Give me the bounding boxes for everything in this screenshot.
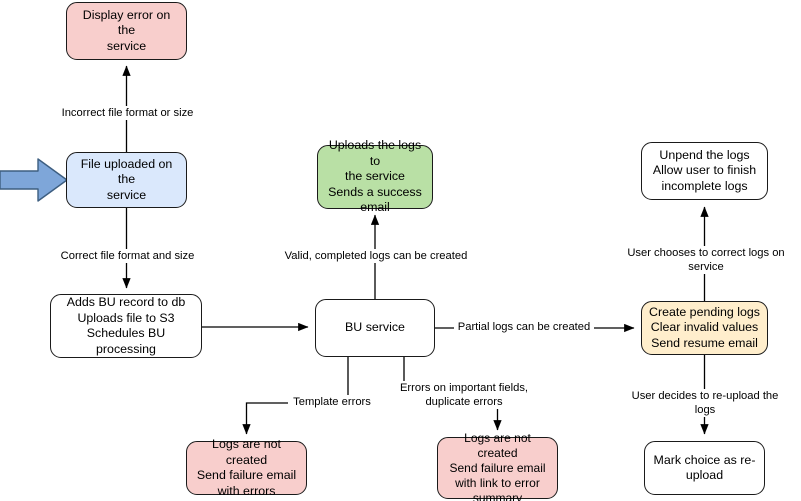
node-create-pending-logs[interactable]: Create pending logs Clear invalid values… <box>641 301 768 355</box>
edge-label-user-decides-to-reupload: User decides to re-upload the logs <box>617 389 793 417</box>
node-bu-service[interactable]: BU service <box>315 299 435 357</box>
edge-label-errors-on-important-fields: Errors on important fields, duplicate er… <box>390 381 538 409</box>
node-adds-bu-record[interactable]: Adds BU record to db Uploads file to S3 … <box>50 294 202 358</box>
edge-label-correct-file-format: Correct file format and size <box>55 249 200 263</box>
edge-label-incorrect-file-format: Incorrect file format or size <box>55 106 200 120</box>
external-input-arrow <box>0 158 68 202</box>
edge-label-valid-completed-logs: Valid, completed logs can be created <box>281 249 471 263</box>
edge-label-partial-logs-can-be-created: Partial logs can be created <box>454 320 594 334</box>
node-file-uploaded-on-service[interactable]: File uploaded on the service <box>66 152 187 208</box>
node-display-error[interactable]: Display error on the service <box>66 2 187 60</box>
edge-label-user-chooses-to-correct-logs: User chooses to correct logs on service <box>606 246 801 274</box>
node-mark-choice-as-reupload[interactable]: Mark choice as re- upload <box>644 441 765 495</box>
node-logs-not-created-with-errors[interactable]: Logs are not created Send failure email … <box>186 437 307 498</box>
node-uploads-logs-to-service[interactable]: Uploads the logs to the service Sends a … <box>317 138 433 214</box>
node-logs-not-created-error-summary[interactable]: Logs are not created Send failure email … <box>437 431 558 501</box>
edge-label-template-errors: Template errors <box>288 395 376 409</box>
node-unpend-the-logs[interactable]: Unpend the logs Allow user to finish inc… <box>641 142 768 200</box>
